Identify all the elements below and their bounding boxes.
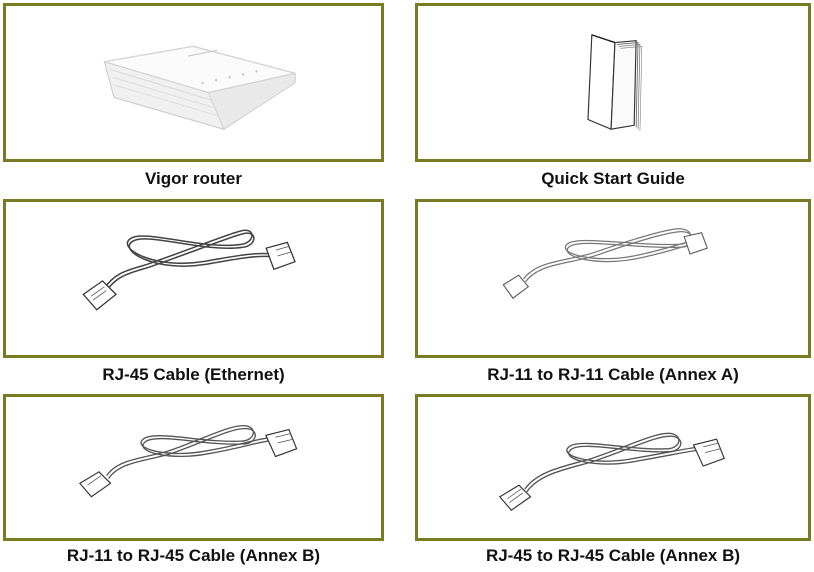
item-caption: Quick Start Guide: [541, 169, 685, 188]
cable-illustration: [498, 432, 726, 511]
item-caption: Vigor router: [145, 169, 242, 188]
booklet-illustration: [587, 34, 643, 132]
cable-illustration: [502, 228, 708, 299]
cable-illustration: [78, 425, 298, 498]
item-caption: RJ-45 to RJ-45 Cable (Annex B): [485, 546, 741, 565]
item-caption: RJ-45 Cable (Ethernet): [102, 365, 285, 384]
item-caption: RJ-11 to RJ-45 Cable (Annex B): [66, 546, 321, 565]
cable-illustration: [82, 229, 296, 311]
item-frame: [3, 3, 384, 162]
item-frame: [415, 199, 811, 358]
item-caption: RJ-11 to RJ-11 Cable (Annex A): [487, 365, 739, 384]
item-frame: [3, 199, 384, 358]
item-frame: [3, 394, 384, 541]
router-illustration: [103, 45, 296, 130]
item-frame: [415, 3, 811, 162]
item-frame: [415, 394, 811, 541]
